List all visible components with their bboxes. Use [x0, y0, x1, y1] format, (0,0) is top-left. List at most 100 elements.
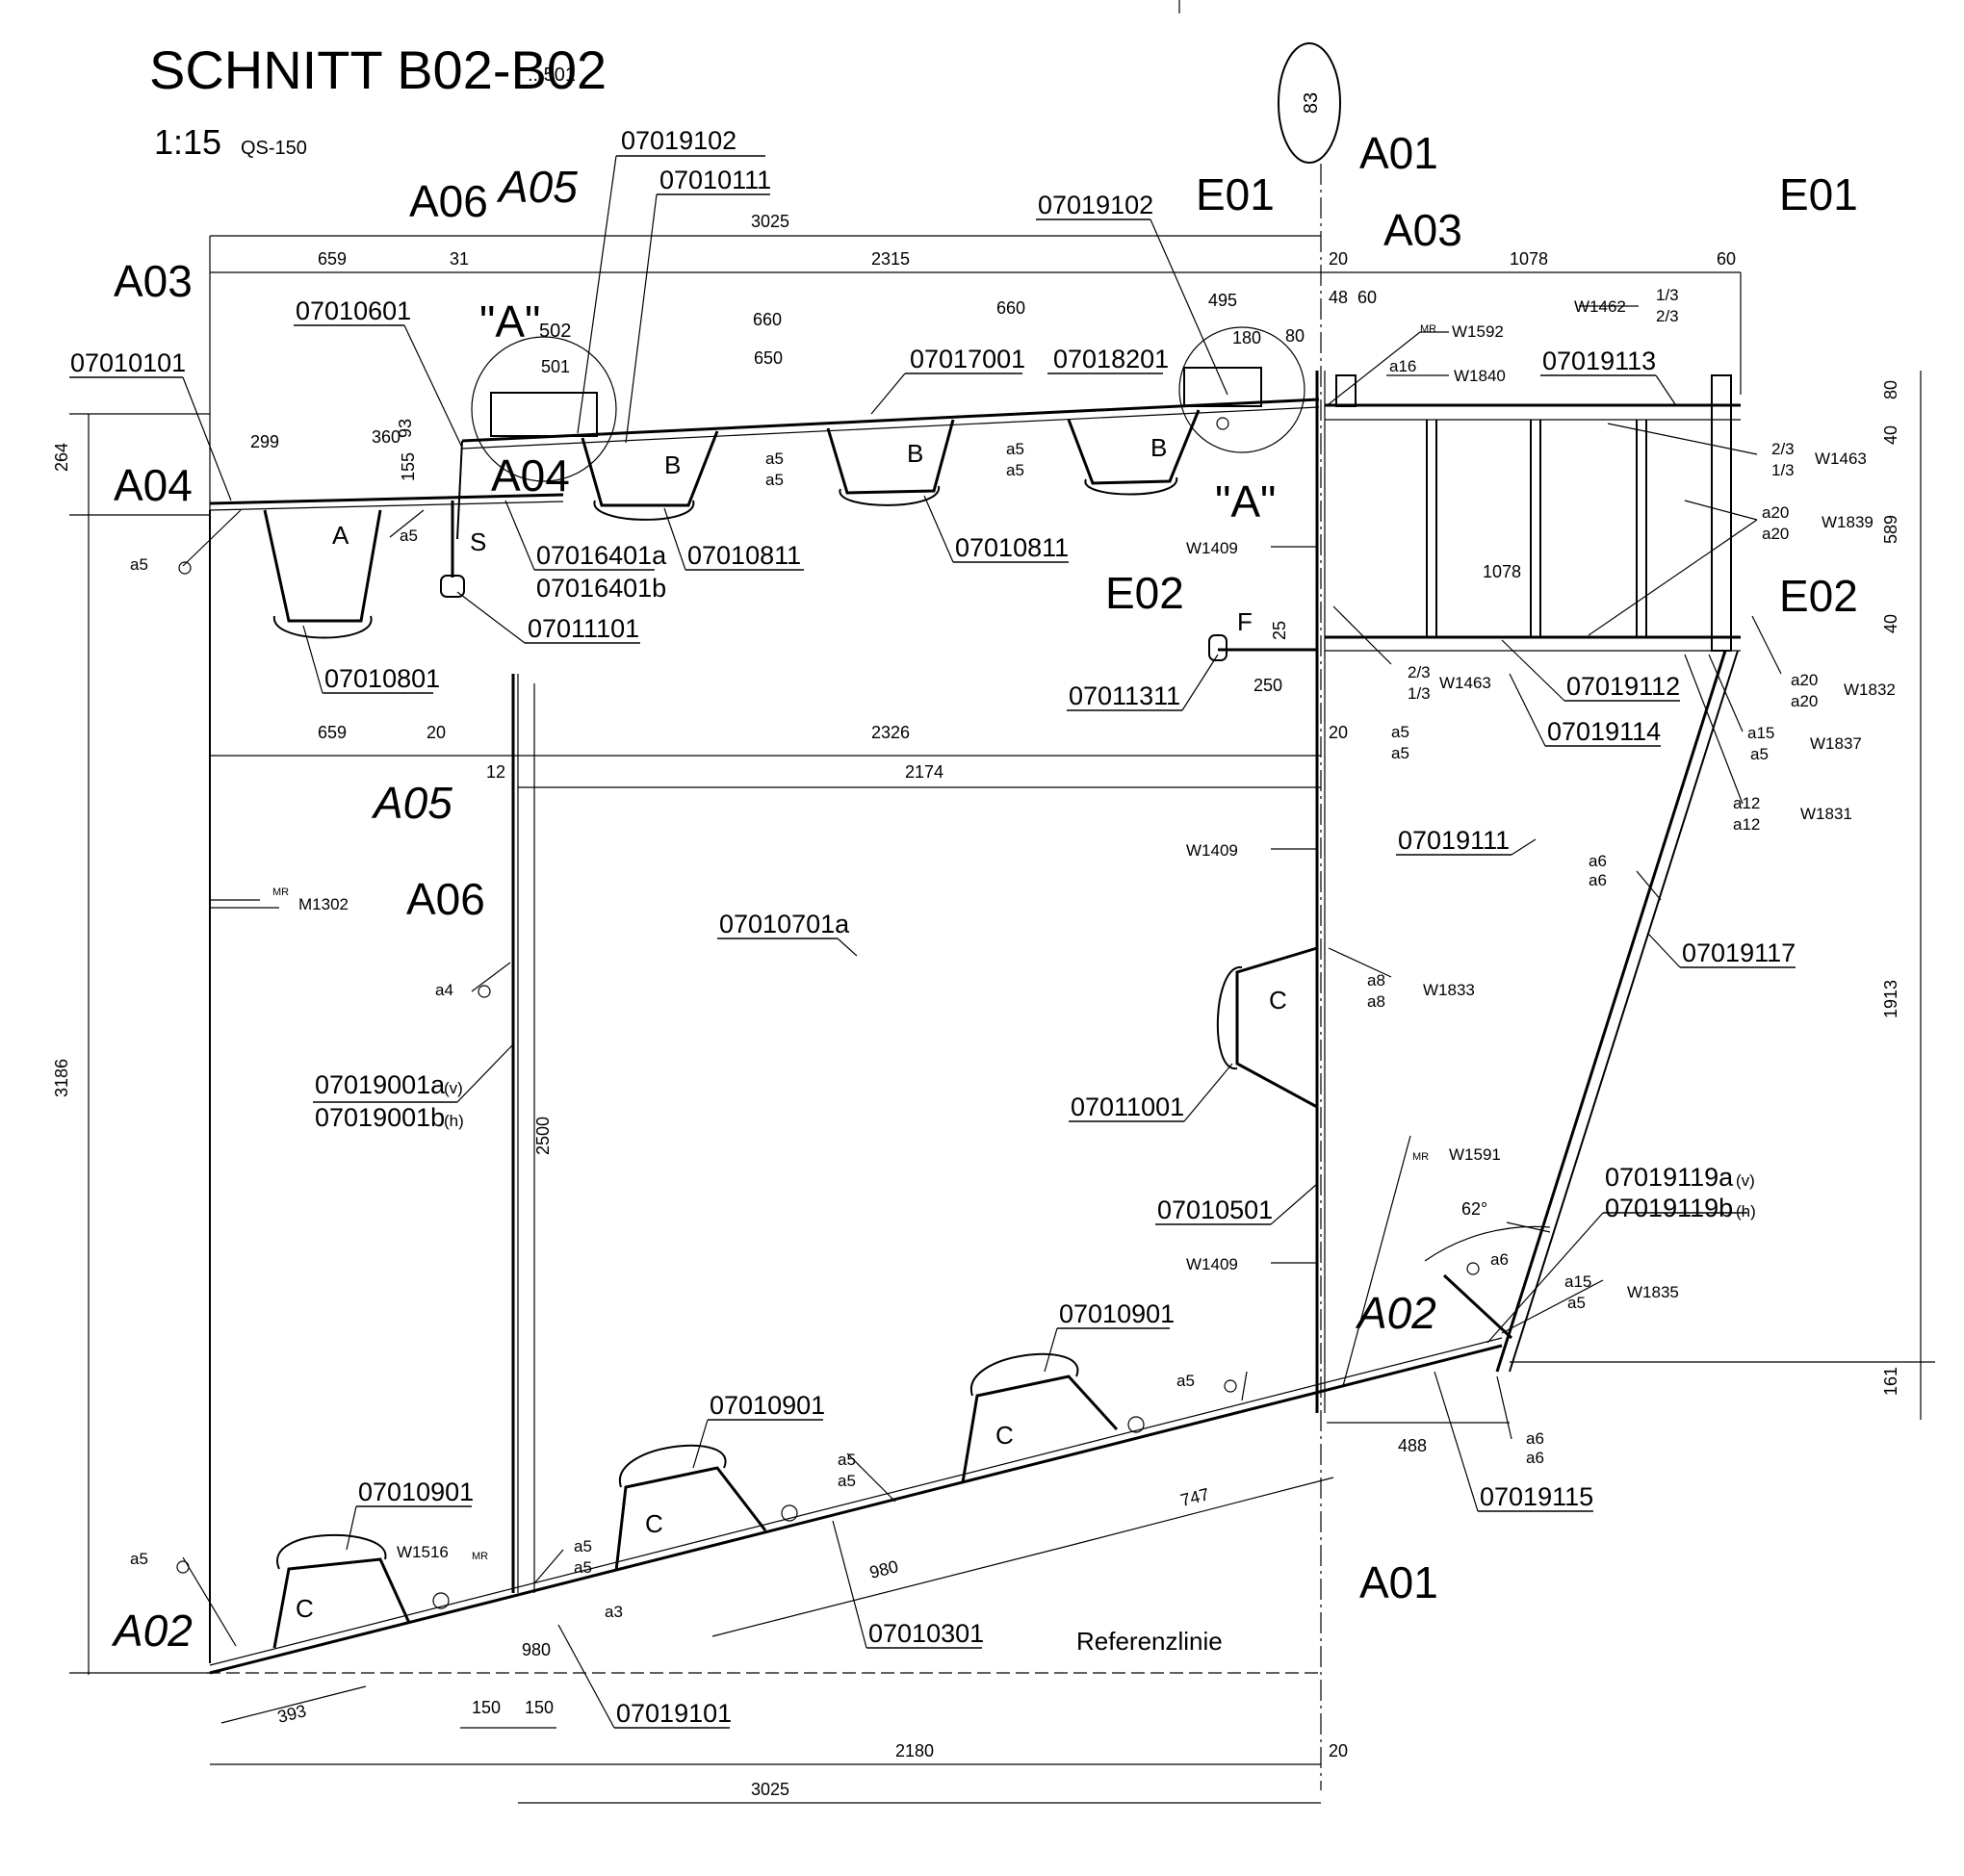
profile-label-b1: B: [664, 450, 681, 479]
weld-frac23-c: 2/3: [1408, 663, 1431, 681]
weld-a5-a: a5: [1750, 745, 1769, 763]
dim-180: 180: [1232, 328, 1261, 347]
profile-label-b3: B: [1150, 433, 1167, 462]
section-mark-a04-left: A04: [114, 460, 193, 510]
weld-a15-a: a15: [1747, 724, 1774, 742]
part-07010111: 07010111: [659, 166, 771, 194]
weld-mr-c: MR: [1412, 1151, 1429, 1163]
axis-bubble: [1278, 42, 1341, 164]
dim-20-bottom: 20: [1329, 1741, 1348, 1760]
weld-w1462: W1462: [1574, 297, 1626, 316]
weld-m1302: M1302: [298, 895, 349, 913]
weld-a5-k: a5: [130, 555, 148, 574]
dim-161: 161: [1881, 1367, 1900, 1396]
weld-a5-b: a5: [1391, 723, 1409, 741]
dim-360: 360: [372, 427, 401, 447]
weld-a8-b: a8: [1367, 992, 1385, 1011]
dim-20-top: 20: [1329, 249, 1348, 269]
dim-3186: 3186: [52, 1059, 71, 1097]
weld-w1409-b: W1409: [1186, 841, 1238, 860]
profile-c-right: [1235, 946, 1318, 1109]
part-07010501: 07010501: [1157, 1195, 1273, 1224]
part-07019113: 07019113: [1542, 347, 1656, 375]
dim-2326: 2326: [871, 723, 910, 742]
dim-60-top: 60: [1717, 249, 1736, 269]
profile-c2: [614, 1466, 767, 1572]
weld-a5-c: a5: [1391, 744, 1409, 762]
weld-a5-n: a5: [765, 471, 784, 489]
profile-label-c2: C: [645, 1509, 663, 1538]
weld-a5-i: a5: [574, 1558, 592, 1577]
dim-747: 747: [1178, 1484, 1211, 1510]
part-07010811-b: 07010811: [955, 533, 1069, 562]
weld-circles: [176, 417, 1480, 1609]
part-07016401b: 07016401b: [536, 574, 666, 603]
weld-a16: a16: [1389, 357, 1416, 375]
dim-60-b: 60: [1357, 288, 1377, 307]
profile-a: [263, 509, 382, 623]
part-07011001: 07011001: [1071, 1092, 1184, 1121]
dim-501: 501: [541, 357, 570, 376]
section-mark-e02-mid: E02: [1105, 568, 1184, 618]
dim-488: 488: [1398, 1436, 1427, 1455]
dim-980-a: 980: [867, 1556, 900, 1582]
part-07019119a-tag: (v): [1736, 1171, 1755, 1190]
dim-25: 25: [1270, 621, 1289, 640]
dim-80-top: 80: [1285, 326, 1305, 346]
weld-w1409-c: W1409: [1186, 1255, 1238, 1273]
weld-frac13-a: 1/3: [1656, 286, 1679, 304]
dim-660-b: 660: [996, 298, 1025, 318]
weld-frac23-a: 2/3: [1656, 307, 1679, 325]
part-07019101: 07019101: [616, 1699, 732, 1728]
part-07010801: 07010801: [324, 664, 440, 693]
dim-659-mid: 659: [318, 723, 347, 742]
profile-b3: [1067, 409, 1201, 485]
weld-w1592: W1592: [1452, 322, 1504, 341]
section-mark-a04-mid: A04: [491, 450, 570, 501]
weld-w1837: W1837: [1810, 734, 1862, 753]
profile-b2: [826, 419, 955, 495]
profile-label-a: A: [332, 521, 349, 550]
weld-a6-b: a6: [1589, 871, 1607, 889]
weld-a5-m: a5: [765, 450, 784, 468]
weld-a20-d: a20: [1791, 692, 1818, 710]
profile-label-c3: C: [995, 1421, 1014, 1450]
weld-frac13-c: 1/3: [1408, 684, 1431, 703]
weld-a5-e: a5: [1176, 1372, 1195, 1390]
weld-a5-o: a5: [1006, 440, 1024, 458]
weld-a5-p: a5: [1006, 461, 1024, 479]
dim-31: 31: [450, 249, 469, 269]
weld-w1463-a: W1463: [1815, 450, 1867, 468]
part-07019119b-tag: (h): [1736, 1202, 1756, 1221]
dim-150-b: 150: [525, 1698, 554, 1717]
weld-a5-g: a5: [838, 1472, 856, 1490]
dimension-lines: [69, 235, 1935, 1804]
weld-a5-j: a5: [130, 1550, 148, 1568]
part-07019114: 07019114: [1547, 717, 1661, 746]
dim-589: 589: [1881, 515, 1900, 544]
drawing-title-suffix: ...501: [528, 64, 576, 86]
part-07010601: 07010601: [296, 296, 411, 325]
weld-a5-h: a5: [574, 1537, 592, 1555]
weld-w1409-a: W1409: [1186, 539, 1238, 557]
weld-a20-a: a20: [1762, 503, 1789, 522]
diagonal-strut: [1495, 650, 1727, 1373]
dim-2315: 2315: [871, 249, 910, 269]
dim-1078-top: 1078: [1510, 249, 1548, 269]
part-07019102-a: 07019102: [621, 126, 736, 155]
reference-line-label: Referenzlinie: [1076, 1627, 1223, 1656]
profile-b1: [581, 430, 719, 507]
profile-label-s: S: [470, 527, 486, 556]
axis-bubble-label: 83: [1301, 92, 1322, 114]
weld-mr-b: MR: [1420, 323, 1436, 335]
section-mark-a02-left: A02: [111, 1606, 193, 1656]
profile-label-f: F: [1237, 607, 1253, 636]
dim-150-a: 150: [472, 1698, 501, 1717]
section-mark-a05-mid: A05: [371, 778, 452, 828]
dim-3025-top: 3025: [751, 212, 789, 231]
dim-40-right-a: 40: [1881, 425, 1900, 445]
section-marks: A06 A05 A03 A04 A04 E01 A01 A03 E01 E02 …: [111, 128, 1858, 1656]
detail-mark-a-left-sub: 502: [539, 321, 571, 342]
dim-3025-bottom: 3025: [751, 1780, 789, 1799]
